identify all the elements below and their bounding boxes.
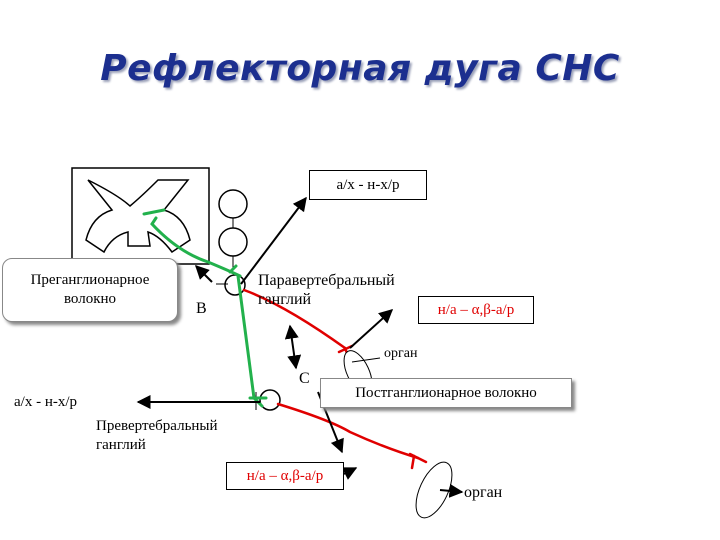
postganglionic-label: Постганглионарное волокно [355,384,537,401]
letter-b: В [196,300,207,317]
preganglionic-fiber [142,208,268,408]
preganglionic-label-line1: Преганглионарное [30,272,150,288]
letter-c: С [299,370,310,387]
paravertebral-ganglion-label-line1: Паравертебральный [258,272,395,289]
sympathetic-trunk [218,189,248,270]
organ-bottom-label: орган [464,484,503,501]
preganglionic-label-line2: волокно [63,291,117,307]
organ-top-label: орган [384,346,418,361]
na-bottom-label: н/а – α,β-а/р [246,467,324,484]
ax-top-box: а/х - н-х/р [309,170,427,200]
na-bottom-box: н/а – α,β-а/р [226,462,344,490]
spinal-cord-section [71,167,210,265]
na-right-box: н/а – α,β-а/р [418,296,534,324]
prevertebral-ganglion [259,389,281,411]
arrows [136,196,464,498]
page-title: Рефлекторная дуга СНС [100,48,620,89]
postganglionic-label-box: Постганглионарное волокно [320,378,572,408]
na-right-label: н/а – α,β-а/р [437,301,515,318]
paravertebral-ganglion-label-line2: ганглий [258,291,312,308]
ax-top-label: а/х - н-х/р [336,176,400,193]
leader-lines [216,283,381,363]
ax-left-label: а/х - н-х/р [14,394,78,410]
organ-bottom-shape [415,461,453,519]
prevertebral-ganglion-label-line1: Превертебральный [96,418,218,434]
preganglionic-label-box: Преганглионарное волокно [2,258,178,322]
prevertebral-ganglion-label-line2: ганглий [96,437,146,453]
paravertebral-ganglion [224,274,246,296]
